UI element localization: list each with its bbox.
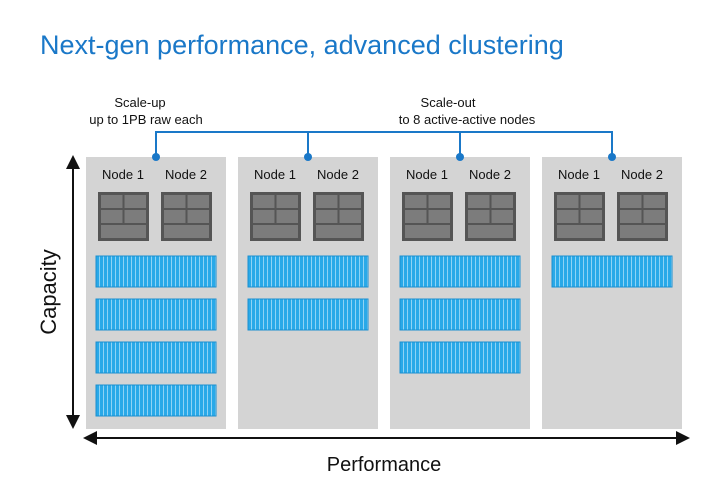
node-controller-icon — [402, 192, 453, 241]
storage-shelf — [399, 255, 521, 288]
scale-up-label-line1: Scale-up — [114, 95, 165, 110]
storage-shelf — [95, 255, 217, 288]
connector-dot-4 — [608, 153, 616, 161]
connector-dot-2 — [304, 153, 312, 161]
storage-shelf — [247, 255, 369, 288]
storage-shelf — [551, 255, 673, 288]
node-controller-icon — [465, 192, 516, 241]
node-label: Node 1 — [254, 167, 296, 182]
connector-dot-1 — [152, 153, 160, 161]
node-label: Node 2 — [165, 167, 207, 182]
scale-out-label-line2: to 8 active-active nodes — [399, 112, 536, 127]
node-label: Node 2 — [469, 167, 511, 182]
scale-out-label-line1: Scale-out — [421, 95, 476, 110]
storage-shelf — [95, 384, 217, 417]
cluster-1: Node 1 Node 2 — [86, 157, 226, 429]
scale-out-connector — [372, 131, 613, 155]
storage-shelf — [399, 298, 521, 331]
cluster-2: Node 1 Node 2 — [238, 157, 378, 429]
scale-up-label-line2: up to 1PB raw each — [89, 112, 202, 127]
node-controller-icon — [313, 192, 364, 241]
node-controller-icon — [161, 192, 212, 241]
cluster-3: Node 1 Node 2 — [390, 157, 530, 429]
capacity-axis-label: Capacity — [36, 249, 61, 335]
storage-shelf — [247, 298, 369, 331]
node-controller-icon — [250, 192, 301, 241]
storage-shelf — [95, 341, 217, 374]
node-label: Node 2 — [317, 167, 359, 182]
connector-dot-3 — [456, 153, 464, 161]
node-label: Node 2 — [621, 167, 663, 182]
node-controller-icon — [617, 192, 668, 241]
node-controller-icon — [554, 192, 605, 241]
node-label: Node 1 — [558, 167, 600, 182]
cluster-4: Node 1 Node 2 — [542, 157, 682, 429]
storage-shelf — [95, 298, 217, 331]
node-controller-icon — [98, 192, 149, 241]
page-title: Next-gen performance, advanced clusterin… — [40, 30, 564, 60]
node-label: Node 1 — [102, 167, 144, 182]
storage-shelf — [399, 341, 521, 374]
scale-up-connector — [155, 131, 228, 155]
performance-axis-label: Performance — [327, 454, 442, 476]
node-label: Node 1 — [406, 167, 448, 182]
